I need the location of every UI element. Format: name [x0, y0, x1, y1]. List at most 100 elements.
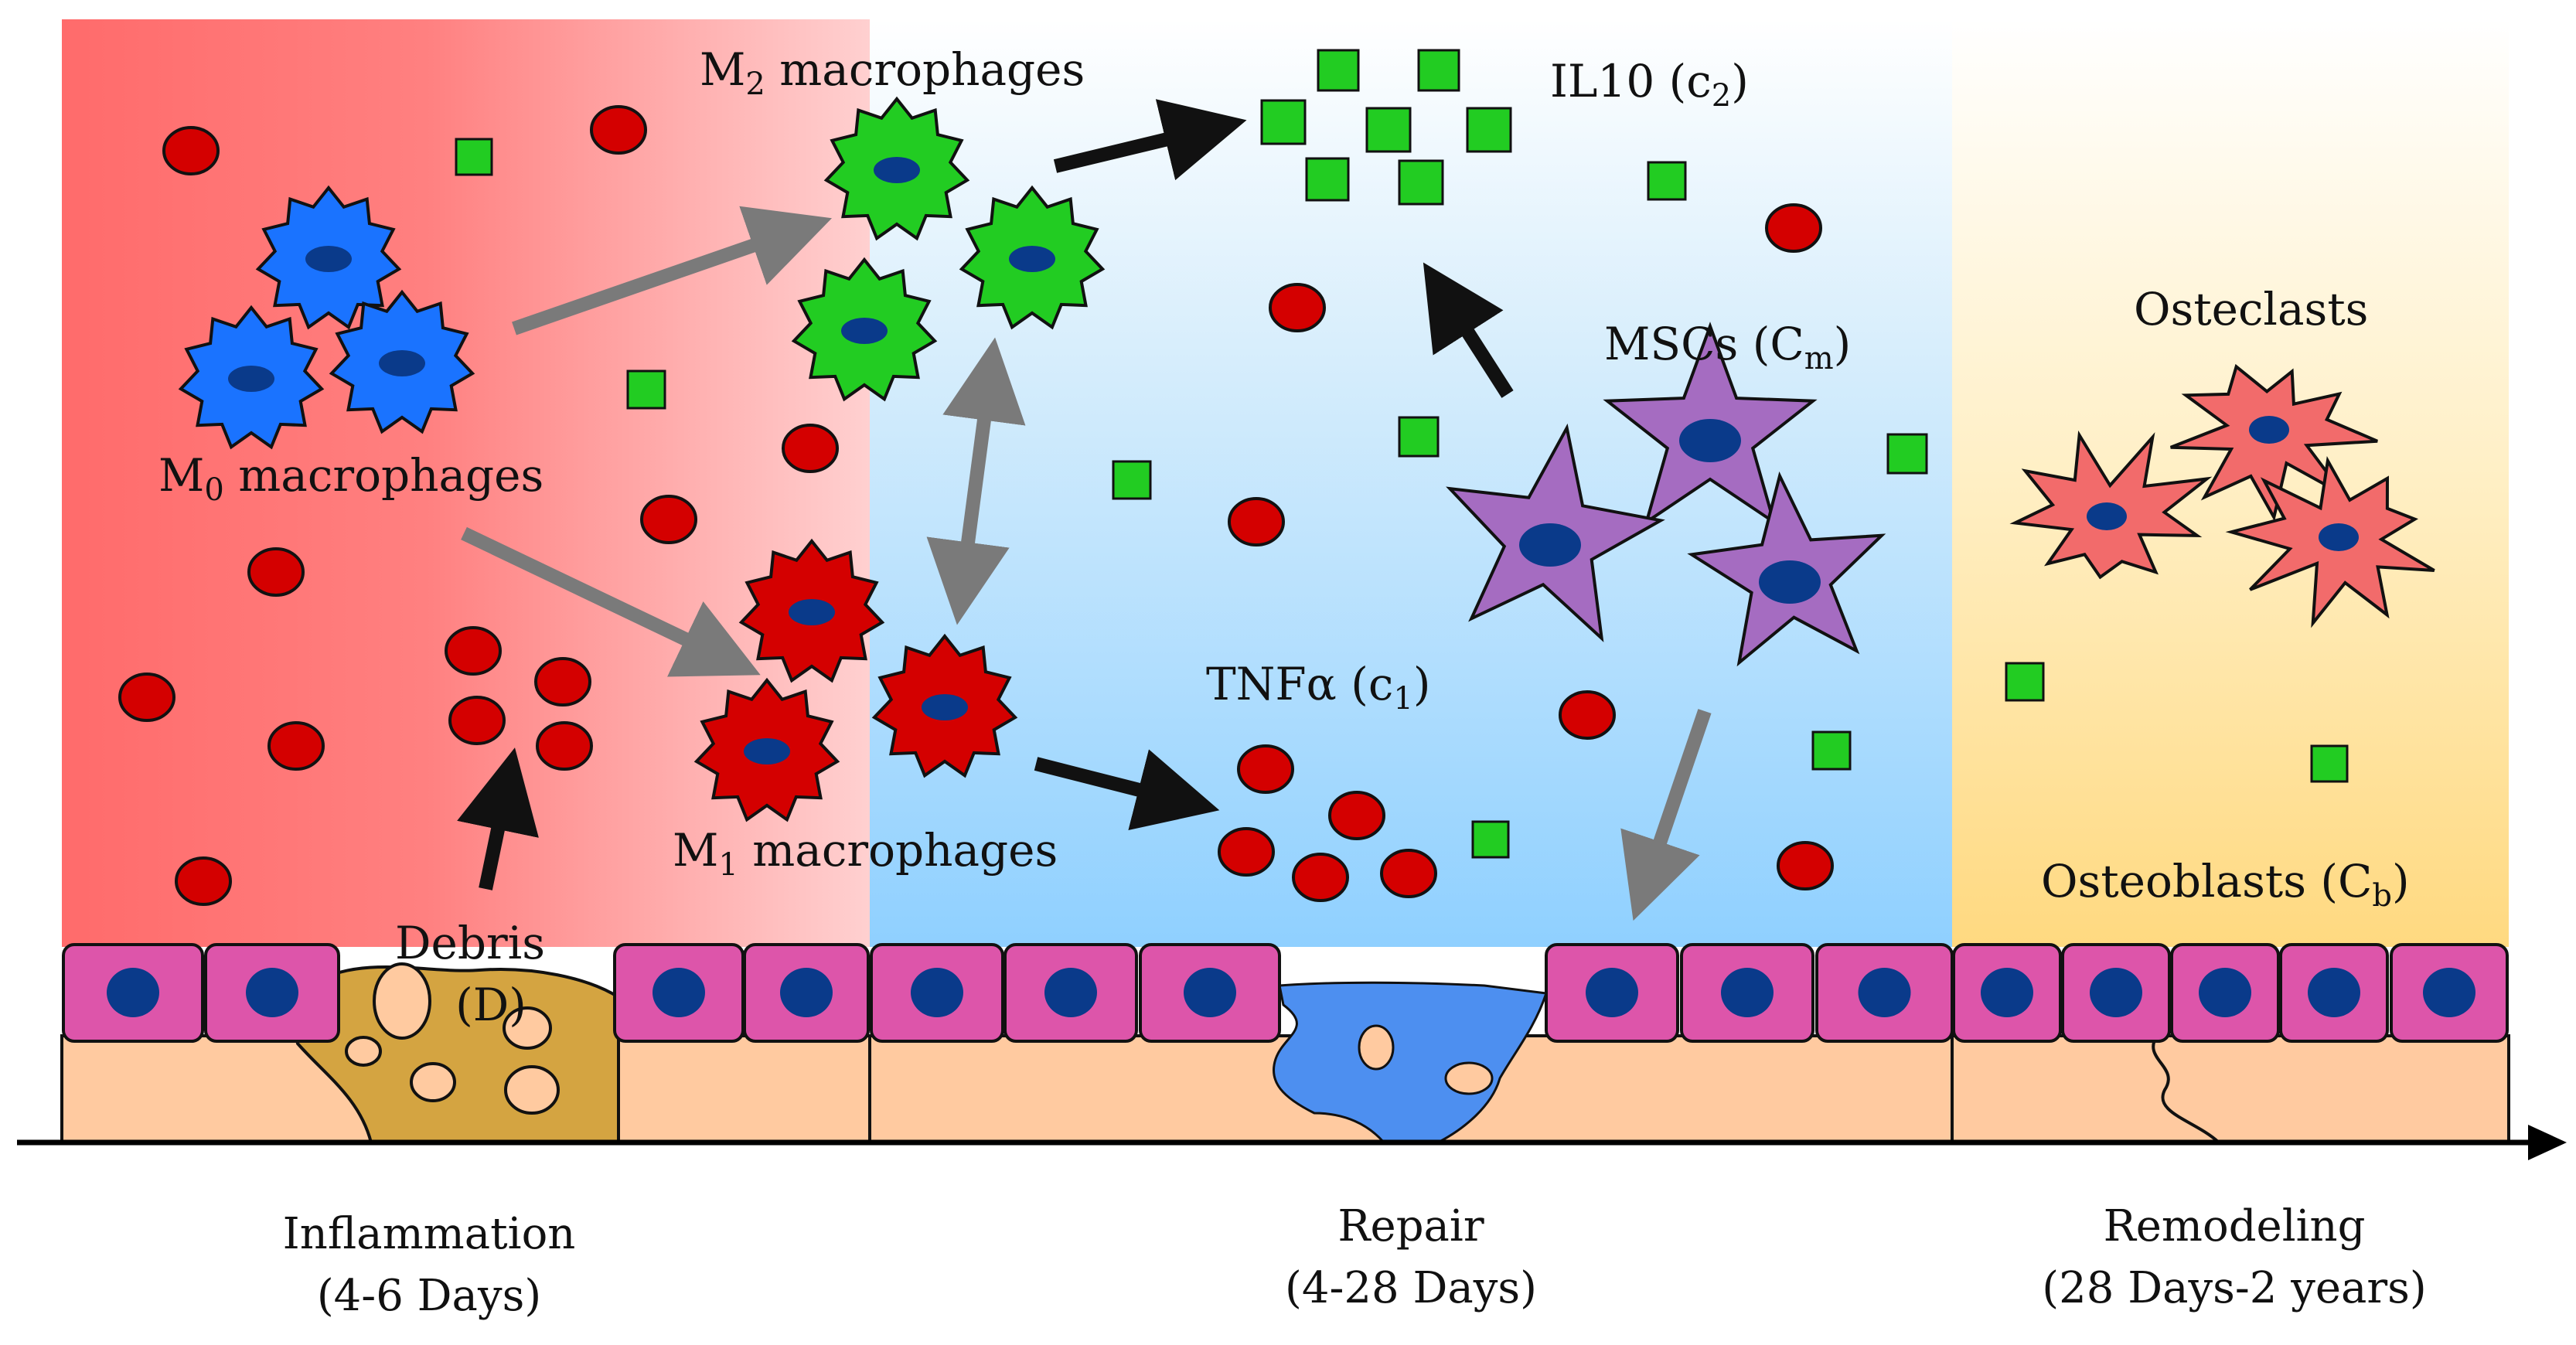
tnf-label: TNFα (c1) — [1206, 658, 1431, 717]
cells-layer — [118, 49, 2435, 906]
tissue-cell-nucleus — [1721, 968, 1774, 1017]
osteoblasts-label: Osteoblasts (Cb) — [2041, 855, 2410, 914]
debris-fragment — [503, 1006, 552, 1050]
tissue-cell — [1003, 943, 1138, 1043]
tissue-cell — [1952, 943, 2062, 1043]
arrow-m0-to-m2 — [512, 206, 833, 335]
tissue-cell — [2170, 943, 2280, 1043]
m2-label: M2 macrophages — [700, 43, 1085, 102]
tissue-cell-nucleus — [2090, 968, 2142, 1017]
tissue-cell — [870, 943, 1004, 1043]
msc-cell — [1687, 471, 1886, 667]
debris-fragment — [345, 1036, 382, 1067]
tnf-dot — [175, 856, 232, 906]
il10-square — [1398, 416, 1440, 458]
il10-square — [2005, 662, 2045, 702]
il10-square — [1466, 107, 1512, 153]
m2-macrophage — [959, 185, 1106, 330]
tissue-cell — [743, 943, 870, 1043]
il10-square — [1471, 820, 1510, 859]
il10-square — [1647, 161, 1687, 201]
tnf-dot — [1559, 690, 1616, 740]
il10-square — [1398, 159, 1444, 206]
tissue-cell-nucleus — [246, 968, 298, 1017]
msc-cell — [1446, 423, 1665, 642]
tissue-cell — [1680, 943, 1814, 1043]
phase-remodeling-name: Remodeling — [2104, 1201, 2366, 1251]
debris-fragment — [410, 1062, 456, 1102]
m0-macrophage — [178, 305, 325, 450]
m0-macrophage — [329, 289, 475, 434]
tnf-dot — [448, 696, 506, 745]
osteoclast-cell — [2225, 456, 2435, 628]
phase-repair-duration: (4-28 Days) — [1285, 1263, 1537, 1313]
tnf-dot — [1228, 497, 1285, 547]
timeline-arrowhead — [2528, 1125, 2567, 1160]
tissue-cell-nucleus — [780, 968, 833, 1017]
arrow-m1-to-tnf — [1034, 749, 1220, 831]
osteoclast-cell — [2009, 430, 2213, 580]
tissue-cell-nucleus — [2199, 968, 2251, 1017]
repair-zone — [870, 19, 1952, 947]
debris-fragment — [504, 1065, 560, 1115]
m0-macrophage-nucleus — [305, 246, 352, 272]
tissue-cell-nucleus — [107, 968, 159, 1017]
tnf-dot — [534, 657, 591, 707]
il10-square — [626, 369, 666, 410]
repair-fluid — [1272, 981, 1549, 1144]
debris-fragment — [373, 962, 431, 1040]
il10-square — [1365, 107, 1412, 153]
msc-cell — [1603, 322, 1818, 526]
m2-macrophage — [791, 257, 938, 402]
tissue-cell-nucleus — [1184, 968, 1236, 1017]
tissue-cell — [62, 943, 204, 1043]
osteoclast-cell-nucleus — [2249, 416, 2289, 444]
tissue-cell-nucleus — [1981, 968, 2033, 1017]
il10-square — [1886, 433, 1928, 475]
m2-macrophage-nucleus — [874, 157, 920, 183]
il10-label: IL10 (c2) — [1550, 55, 1749, 114]
msc-cell-nucleus — [1519, 523, 1581, 567]
m1-macrophage-nucleus — [744, 738, 790, 764]
msc-label: MSCs (Cm) — [1604, 318, 1851, 376]
il10-square — [1305, 157, 1350, 202]
tnf-dot — [1380, 849, 1437, 898]
tnf-dot — [1218, 827, 1275, 877]
tissue-cell — [1545, 943, 1679, 1043]
m0-macrophage — [255, 185, 402, 330]
tissue-cell-nucleus — [2308, 968, 2360, 1017]
msc-cell-nucleus — [1679, 419, 1741, 462]
arrow-m0-to-m1 — [461, 526, 761, 677]
m0-macrophage-nucleus — [228, 366, 274, 392]
labels: M2 macrophages IL10 (c2) M0 macrophages … — [158, 43, 2410, 1031]
il10-square — [2310, 744, 2349, 783]
tissue-cell — [2279, 943, 2389, 1043]
tnf-dot — [1292, 853, 1349, 902]
m2-macrophage — [823, 96, 970, 241]
tissue-layer — [60, 943, 2510, 1144]
arrow-m1-m2-bidirectional — [926, 337, 1026, 625]
m1-macrophage-nucleus — [789, 599, 835, 625]
debris-label-line2: (D) — [455, 979, 526, 1031]
arrows — [457, 99, 1712, 921]
phase-remodeling-duration: (28 Days-2 years) — [2042, 1263, 2426, 1313]
tissue-cell — [613, 943, 745, 1043]
tissue-cell-nucleus — [1586, 968, 1638, 1017]
arrow-msc-to-tissue — [1620, 709, 1712, 921]
tnf-dot — [640, 495, 697, 544]
tissue-cell — [2061, 943, 2171, 1043]
tnf-dot — [536, 721, 593, 771]
arrow-debris-up — [457, 747, 539, 890]
il10-square — [1811, 730, 1852, 771]
m0-label: M0 macrophages — [158, 449, 543, 508]
il10-square — [1260, 99, 1307, 145]
tnf-dot — [782, 424, 839, 473]
repair-fragment — [1358, 1024, 1395, 1071]
remodel-line — [2152, 1034, 2220, 1144]
osteoclasts-label: Osteclasts — [2134, 283, 2368, 335]
tissue-cell-nucleus — [1044, 968, 1097, 1017]
arrow-msc-to-il10 — [1423, 262, 1514, 398]
m2-macrophage-nucleus — [1009, 246, 1055, 272]
m2-macrophage-nucleus — [841, 318, 888, 344]
